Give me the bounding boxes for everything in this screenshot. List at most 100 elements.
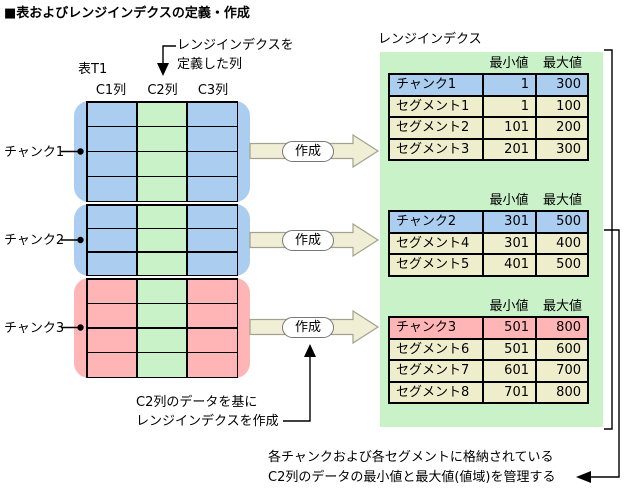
down-arrow-icon	[157, 63, 169, 76]
panel-bracket	[604, 49, 613, 430]
table-cell	[87, 328, 137, 352]
segment-name-cell: セグメント4	[390, 233, 482, 253]
max-header-2: 最大値	[542, 193, 582, 208]
min-value-cell: 301	[484, 233, 535, 253]
segment-name-cell: セグメント8	[390, 382, 482, 402]
create-basis-pointer-line	[283, 357, 311, 422]
create-pill-1: 作成	[282, 141, 334, 162]
min-header-1: 最小値	[489, 56, 529, 71]
table-cell	[87, 279, 137, 303]
segment-name-cell: セグメント5	[390, 255, 482, 275]
table-cell	[137, 252, 187, 275]
chunk2-label: チャンク2	[4, 233, 65, 248]
table-cell	[87, 177, 137, 201]
segment-name-cell: セグメント3	[390, 139, 482, 159]
table-cell	[187, 252, 237, 275]
range-index-title: レンジインデクス	[378, 32, 482, 47]
chunk-name-cell: チャンク1	[390, 75, 482, 95]
manage-note-line2: C2列のデータの最小値と最大値(値域)を管理する	[268, 470, 556, 485]
source-table-name: 表T1	[78, 62, 108, 77]
column-header-c1: C1列	[95, 83, 127, 98]
table-cell	[187, 127, 237, 151]
segment-name-cell: セグメント6	[390, 339, 482, 359]
max-value-cell: 100	[537, 96, 587, 116]
max-value-cell: 400	[537, 233, 587, 253]
table-cell	[137, 229, 187, 251]
max-value-cell: 700	[537, 361, 587, 381]
table-cell	[187, 353, 237, 377]
indexed-column-note-line1: レンジインデクスを	[177, 38, 294, 53]
max-value-cell: 200	[537, 118, 587, 138]
max-value-cell: 300	[537, 75, 587, 95]
min-header-2: 最小値	[489, 193, 529, 208]
segment-name-cell: セグメント7	[390, 361, 482, 381]
min-value-cell: 501	[484, 318, 535, 338]
table-cell	[87, 152, 137, 176]
create-basis-note-line1: C2列のデータを基に	[136, 395, 258, 410]
max-header-1: 最大値	[542, 56, 582, 71]
min-value-cell: 201	[484, 139, 535, 159]
table-cell	[137, 177, 187, 201]
table-cell	[137, 304, 187, 328]
min-value-cell: 501	[484, 339, 535, 359]
table-cell	[137, 102, 187, 126]
table-cell	[187, 304, 237, 328]
table-cell	[187, 229, 237, 251]
indexed-column-note-line2: 定義した列	[177, 57, 243, 72]
min-value-cell: 1	[484, 96, 535, 116]
max-value-cell: 600	[537, 339, 587, 359]
chunk1-label: チャンク1	[4, 145, 65, 160]
chunk1-grid	[86, 101, 238, 202]
table-cell	[187, 328, 237, 352]
table-cell	[187, 205, 237, 228]
segment-name-cell: セグメント1	[390, 96, 482, 116]
create-pill-2: 作成	[282, 230, 334, 251]
table-cell	[87, 304, 137, 328]
max-value-cell: 500	[537, 212, 587, 232]
table-cell	[87, 205, 137, 228]
left-arrow-icon	[576, 471, 591, 483]
table-cell	[87, 102, 137, 126]
table-cell	[87, 127, 137, 151]
create-basis-note-line2: レンジインデクスを作成	[136, 414, 279, 429]
min-value-cell: 601	[484, 361, 535, 381]
table-cell	[187, 152, 237, 176]
table-cell	[137, 127, 187, 151]
min-header-3: 最小値	[489, 299, 529, 314]
column-header-c3: C3列	[197, 83, 229, 98]
indexed-column-pointer-line	[162, 45, 176, 63]
min-value-cell: 401	[484, 255, 535, 275]
segment-name-cell: セグメント2	[390, 118, 482, 138]
max-value-cell: 300	[537, 139, 587, 159]
min-value-cell: 101	[484, 118, 535, 138]
table-cell	[87, 252, 137, 275]
min-value-cell: 1	[484, 75, 535, 95]
chunk-name-cell: チャンク3	[390, 318, 482, 338]
min-value-cell: 301	[484, 212, 535, 232]
chunk3-grid	[86, 278, 238, 378]
manage-note-line1: 各チャンクおよび各セグメントに格納されている	[268, 450, 554, 465]
table-cell	[137, 279, 187, 303]
table-cell	[87, 353, 137, 377]
column-header-c2: C2列	[147, 83, 178, 98]
max-value-cell: 800	[537, 318, 587, 338]
chunk-name-cell: チャンク2	[390, 212, 482, 232]
max-value-cell: 800	[537, 382, 587, 402]
page-title: ■表およびレンジインデクスの定義・作成	[4, 6, 250, 21]
table-cell	[87, 229, 137, 251]
create-pill-3: 作成	[282, 317, 334, 338]
table-cell	[137, 205, 187, 228]
max-value-cell: 500	[537, 255, 587, 275]
table-cell	[137, 152, 187, 176]
table-cell	[187, 177, 237, 201]
min-value-cell: 701	[484, 382, 535, 402]
up-arrow-icon	[304, 344, 316, 357]
chunk3-label: チャンク3	[4, 321, 65, 336]
table-cell	[187, 279, 237, 303]
table-cell	[137, 328, 187, 352]
table-cell	[137, 353, 187, 377]
